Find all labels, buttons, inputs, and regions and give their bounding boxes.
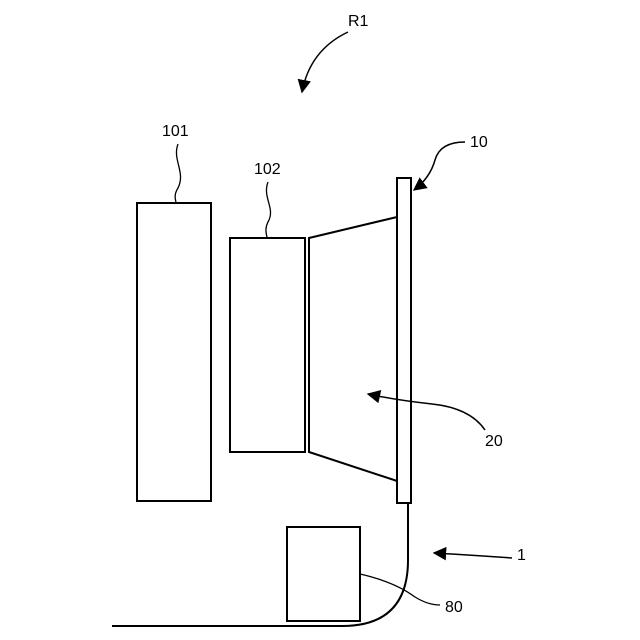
arrow-10 — [414, 142, 465, 190]
label-10: 10 — [470, 134, 488, 151]
label-101: 101 — [162, 123, 189, 140]
arrow-r1 — [302, 32, 348, 92]
component-80 — [287, 527, 360, 621]
component-20 — [309, 217, 397, 481]
arrow-1 — [434, 553, 512, 558]
label-1: 1 — [517, 547, 526, 564]
component-10 — [397, 178, 411, 503]
label-20: 20 — [485, 433, 503, 450]
label-102: 102 — [254, 161, 281, 178]
leader-80 — [360, 574, 440, 605]
component-101 — [137, 203, 211, 501]
label-r1: R1 — [348, 13, 369, 30]
leader-101 — [175, 144, 180, 203]
leader-102 — [266, 182, 271, 238]
label-80: 80 — [445, 599, 463, 616]
component-102 — [230, 238, 305, 452]
cable-line — [112, 503, 408, 626]
